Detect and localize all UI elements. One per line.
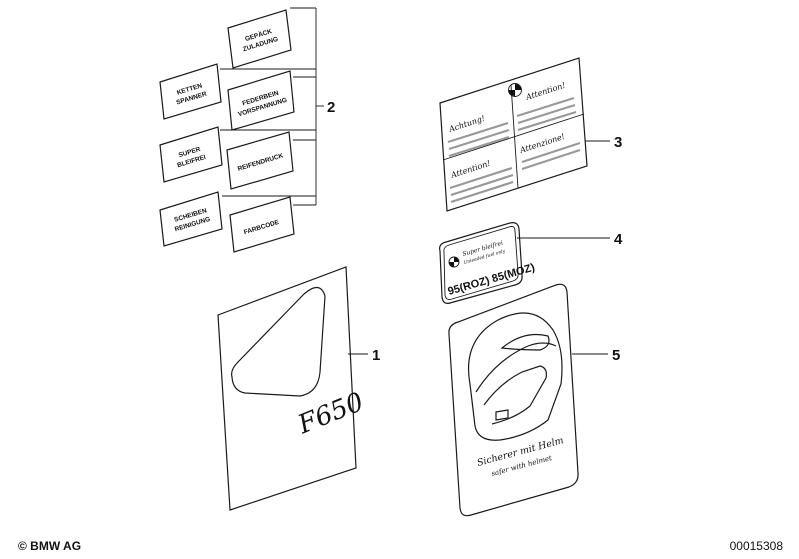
helmet-label-sticker[interactable]: Sicherer mit Helm safer with helmet <box>448 283 579 517</box>
fuel-label-sticker[interactable]: Super bleifrei Unleaded fuel only 95(ROZ… <box>439 222 537 304</box>
label-sticker-scheiben-reinigung[interactable]: SCHEIBEN REINIGUNG <box>159 191 223 247</box>
callout-5[interactable]: 5 <box>612 347 620 364</box>
decal-f650[interactable]: F650 <box>217 266 368 511</box>
callout-2[interactable]: 2 <box>327 99 335 116</box>
warning-label-sticker[interactable]: Attention! Achtung! Attention! Attenzion… <box>439 57 588 212</box>
label-sticker-reifendruck[interactable]: REIFENDRUCK <box>226 131 294 190</box>
callout-3[interactable]: 3 <box>614 134 622 151</box>
label-sticker-gepaeck-zuladung[interactable]: GEPÄCK ZULADUNG <box>227 9 292 69</box>
label-sticker-super-bleifrei[interactable]: SUPER BLEIFREI <box>159 126 223 183</box>
label-text: FARBCODE <box>243 219 281 237</box>
label-sticker-farbcode[interactable]: FARBCODE <box>229 196 295 253</box>
callout-4[interactable]: 4 <box>614 231 623 248</box>
footer-copyright: © BMW AG <box>18 539 82 553</box>
callout-1[interactable]: 1 <box>372 347 380 364</box>
fuel-label-octane: 95(ROZ) 85(MOZ) <box>447 261 537 297</box>
warning-text-lines <box>447 96 581 204</box>
label-text: REIFENDRUCK <box>237 152 285 173</box>
footer-diagram-id: 00015308 <box>729 539 783 553</box>
label-sticker-federbein-vorspannung[interactable]: FEDERBEIN VORSPANNUNG <box>227 70 295 131</box>
leader-lines-group-2 <box>220 7 324 206</box>
warning-attention-1: Attention! <box>524 81 567 103</box>
label-sticker-ketten-spanner[interactable]: KETTEN SPANNER <box>159 63 222 120</box>
helmet-icon <box>468 312 563 441</box>
svg-text:FARBCODE: FARBCODE <box>243 219 281 237</box>
warning-attenzione: Attenzione! <box>518 132 566 155</box>
svg-text:REIFENDRUCK: REIFENDRUCK <box>237 152 285 173</box>
